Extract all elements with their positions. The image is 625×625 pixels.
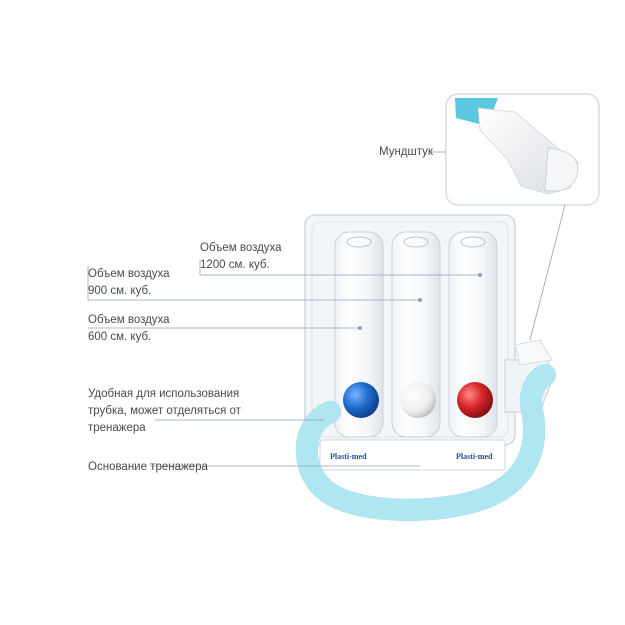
label-tube: Удобная для использования трубка, может … bbox=[88, 386, 241, 437]
label-base: Основание тренажера bbox=[88, 459, 208, 476]
label-mouthpiece-text: Мундштук bbox=[379, 146, 433, 158]
label-volume-900: Объем воздуха 900 см. куб. bbox=[88, 266, 170, 300]
ball-white bbox=[400, 382, 436, 418]
label-volume-1200-line1: Объем воздуха bbox=[200, 242, 282, 254]
device-body bbox=[304, 214, 553, 471]
mouthpiece-inset bbox=[445, 93, 600, 206]
label-volume-600-line1: Объем воздуха bbox=[88, 314, 170, 326]
ball-blue bbox=[343, 382, 379, 418]
label-tube-line2: трубка, может отделяться от bbox=[88, 405, 241, 417]
leader-dot-600 bbox=[358, 326, 362, 330]
leader-dot-900 bbox=[418, 298, 422, 302]
label-tube-line3: тренажера bbox=[88, 422, 146, 434]
brand-left: Plasti-med bbox=[330, 452, 367, 461]
label-tube-line1: Удобная для использования bbox=[88, 388, 240, 400]
label-volume-900-line2: 900 см. куб. bbox=[88, 285, 152, 297]
label-volume-600-line2: 600 см. куб. bbox=[88, 331, 152, 343]
label-mouthpiece: Мундштук bbox=[379, 144, 433, 161]
ball-red bbox=[457, 382, 493, 418]
label-volume-600: Объем воздуха 600 см. куб. bbox=[88, 312, 170, 346]
leader-lines bbox=[87, 151, 566, 467]
brand-right: Plasti-med bbox=[456, 452, 493, 461]
label-volume-1200: Объем воздуха 1200 см. куб. bbox=[200, 240, 282, 274]
label-base-text: Основание тренажера bbox=[88, 461, 208, 473]
label-volume-1200-line2: 1200 см. куб. bbox=[200, 259, 270, 271]
tube bbox=[295, 364, 556, 521]
leader-dot-1200 bbox=[478, 273, 482, 277]
label-volume-900-line1: Объем воздуха bbox=[88, 268, 170, 280]
